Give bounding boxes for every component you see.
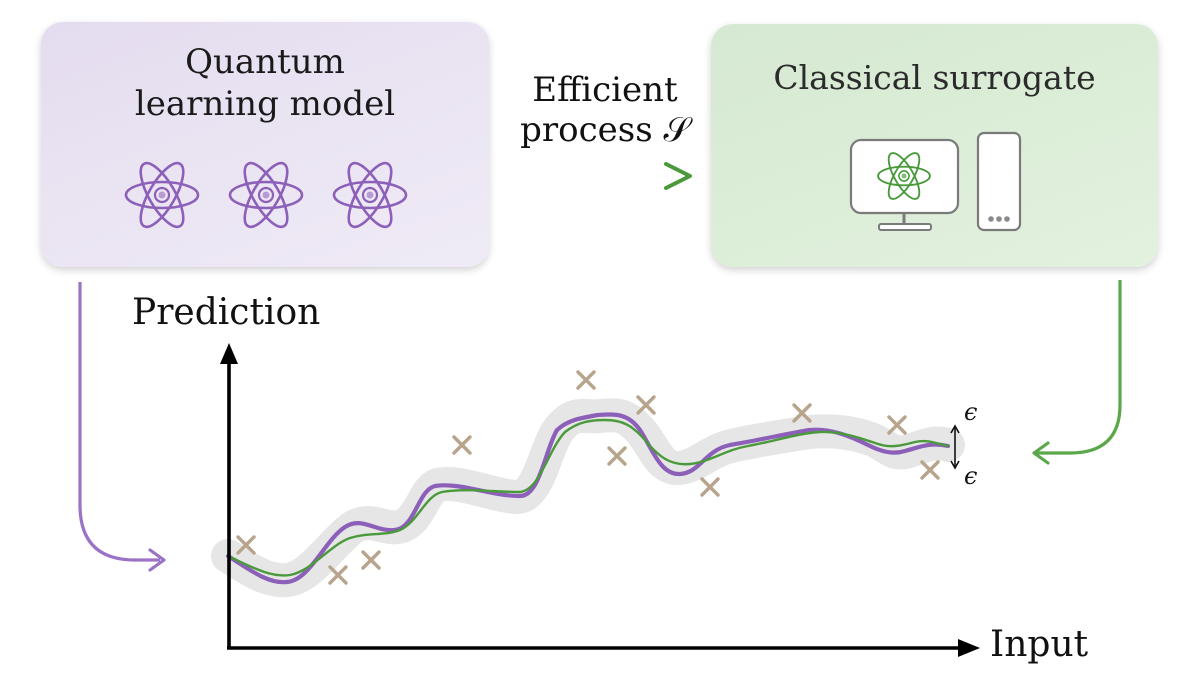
sample-point	[636, 395, 656, 415]
epsilon-upper-label: ϵ	[964, 398, 978, 426]
quantum-title-line2: learning model	[134, 84, 396, 124]
process-label-line1: Efficient	[532, 70, 678, 110]
x-axis-arrow	[958, 639, 980, 657]
atom-icon	[228, 156, 304, 234]
surrogate-to-plot-arrow	[1032, 280, 1122, 465]
atom-icon	[332, 156, 408, 234]
surrogate-prediction-curve	[226, 418, 950, 577]
sample-point	[700, 477, 720, 497]
epsilon-indicator	[950, 424, 960, 470]
atom-icon	[124, 156, 200, 234]
epsilon-lower-label: ϵ	[964, 462, 978, 490]
sample-point	[887, 415, 907, 435]
sample-point	[328, 565, 348, 585]
process-label: Efficient process 𝒮	[505, 70, 705, 150]
quantum-model-box: Quantum learning model	[41, 22, 489, 267]
sample-point	[607, 446, 627, 466]
classical-surrogate-box: Classical surrogate	[711, 24, 1158, 267]
quantum-to-plot-arrow	[78, 282, 166, 572]
sample-point	[361, 550, 381, 570]
sample-point	[576, 370, 596, 390]
quantum-title-line1: Quantum	[185, 42, 345, 82]
y-axis-arrow	[220, 343, 238, 364]
plot-axes	[220, 343, 980, 657]
tolerance-band	[211, 398, 965, 598]
process-label-line2: process 𝒮	[520, 110, 690, 150]
classical-title: Classical surrogate	[773, 58, 1096, 97]
efficient-process-arrow	[508, 162, 692, 190]
y-axis-label: Prediction	[132, 292, 321, 333]
sample-point	[452, 435, 472, 455]
sample-point	[920, 460, 940, 480]
sample-point	[792, 403, 812, 423]
monitor-atom-icon	[849, 138, 960, 231]
sample-point	[236, 535, 256, 555]
x-axis-label: Input	[990, 624, 1089, 665]
sample-points	[236, 370, 940, 585]
server-tower-icon	[976, 131, 1022, 232]
